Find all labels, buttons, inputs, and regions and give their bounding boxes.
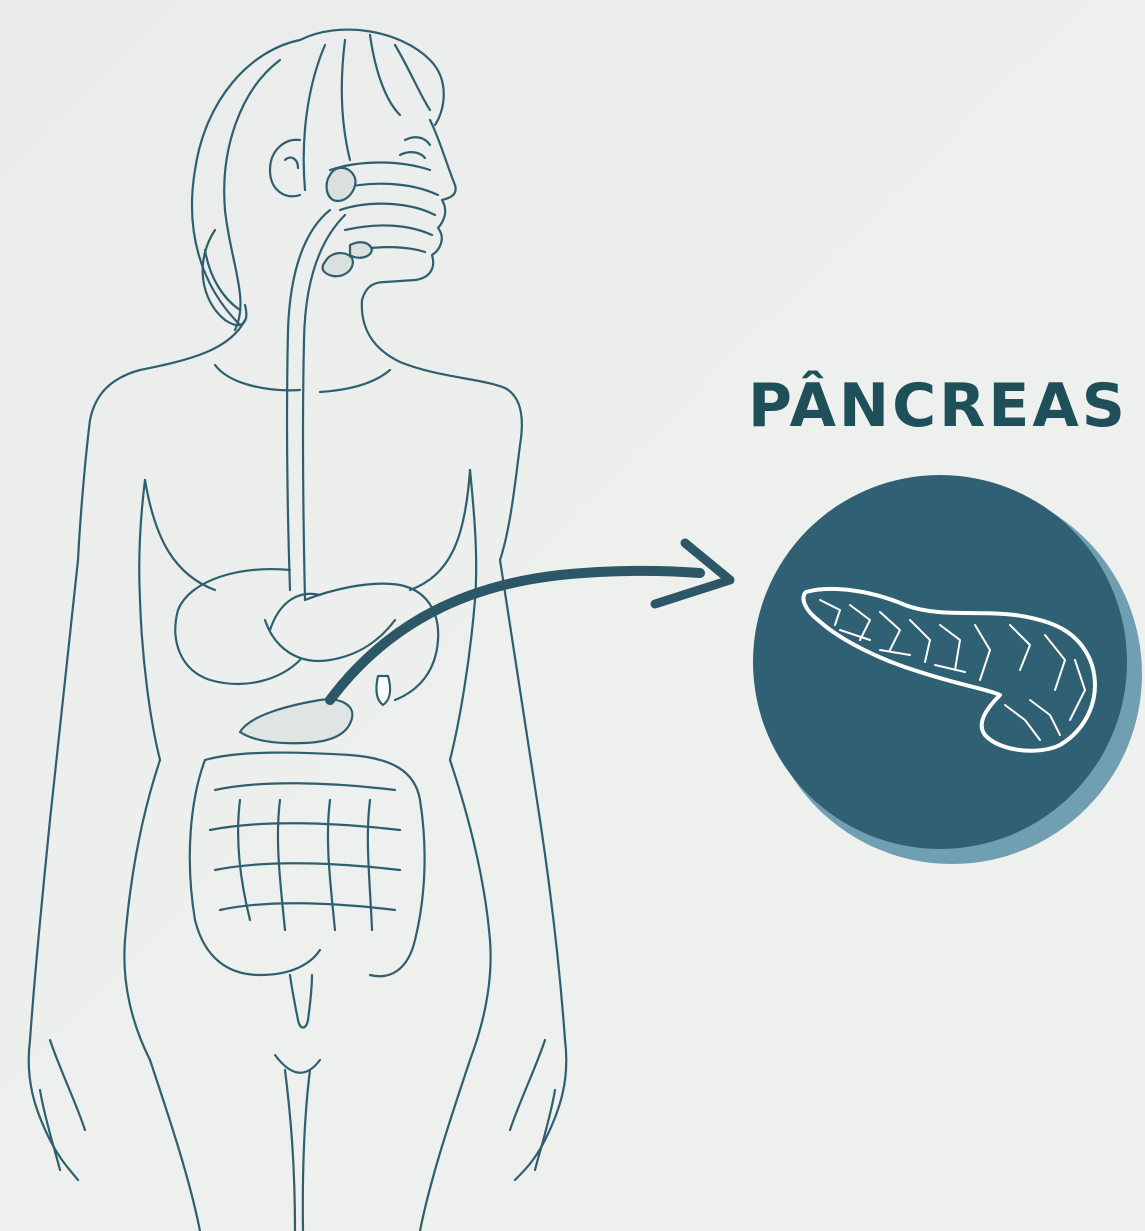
head-outline <box>192 30 456 330</box>
curved-arrow <box>330 543 730 700</box>
torso-outline <box>30 300 565 1231</box>
pancreas-badge <box>753 475 1142 864</box>
hands <box>29 1040 567 1180</box>
intestines <box>190 753 425 1028</box>
organ-title: PÂNCREAS <box>748 366 1138 446</box>
pancreas-in-body <box>240 699 352 743</box>
